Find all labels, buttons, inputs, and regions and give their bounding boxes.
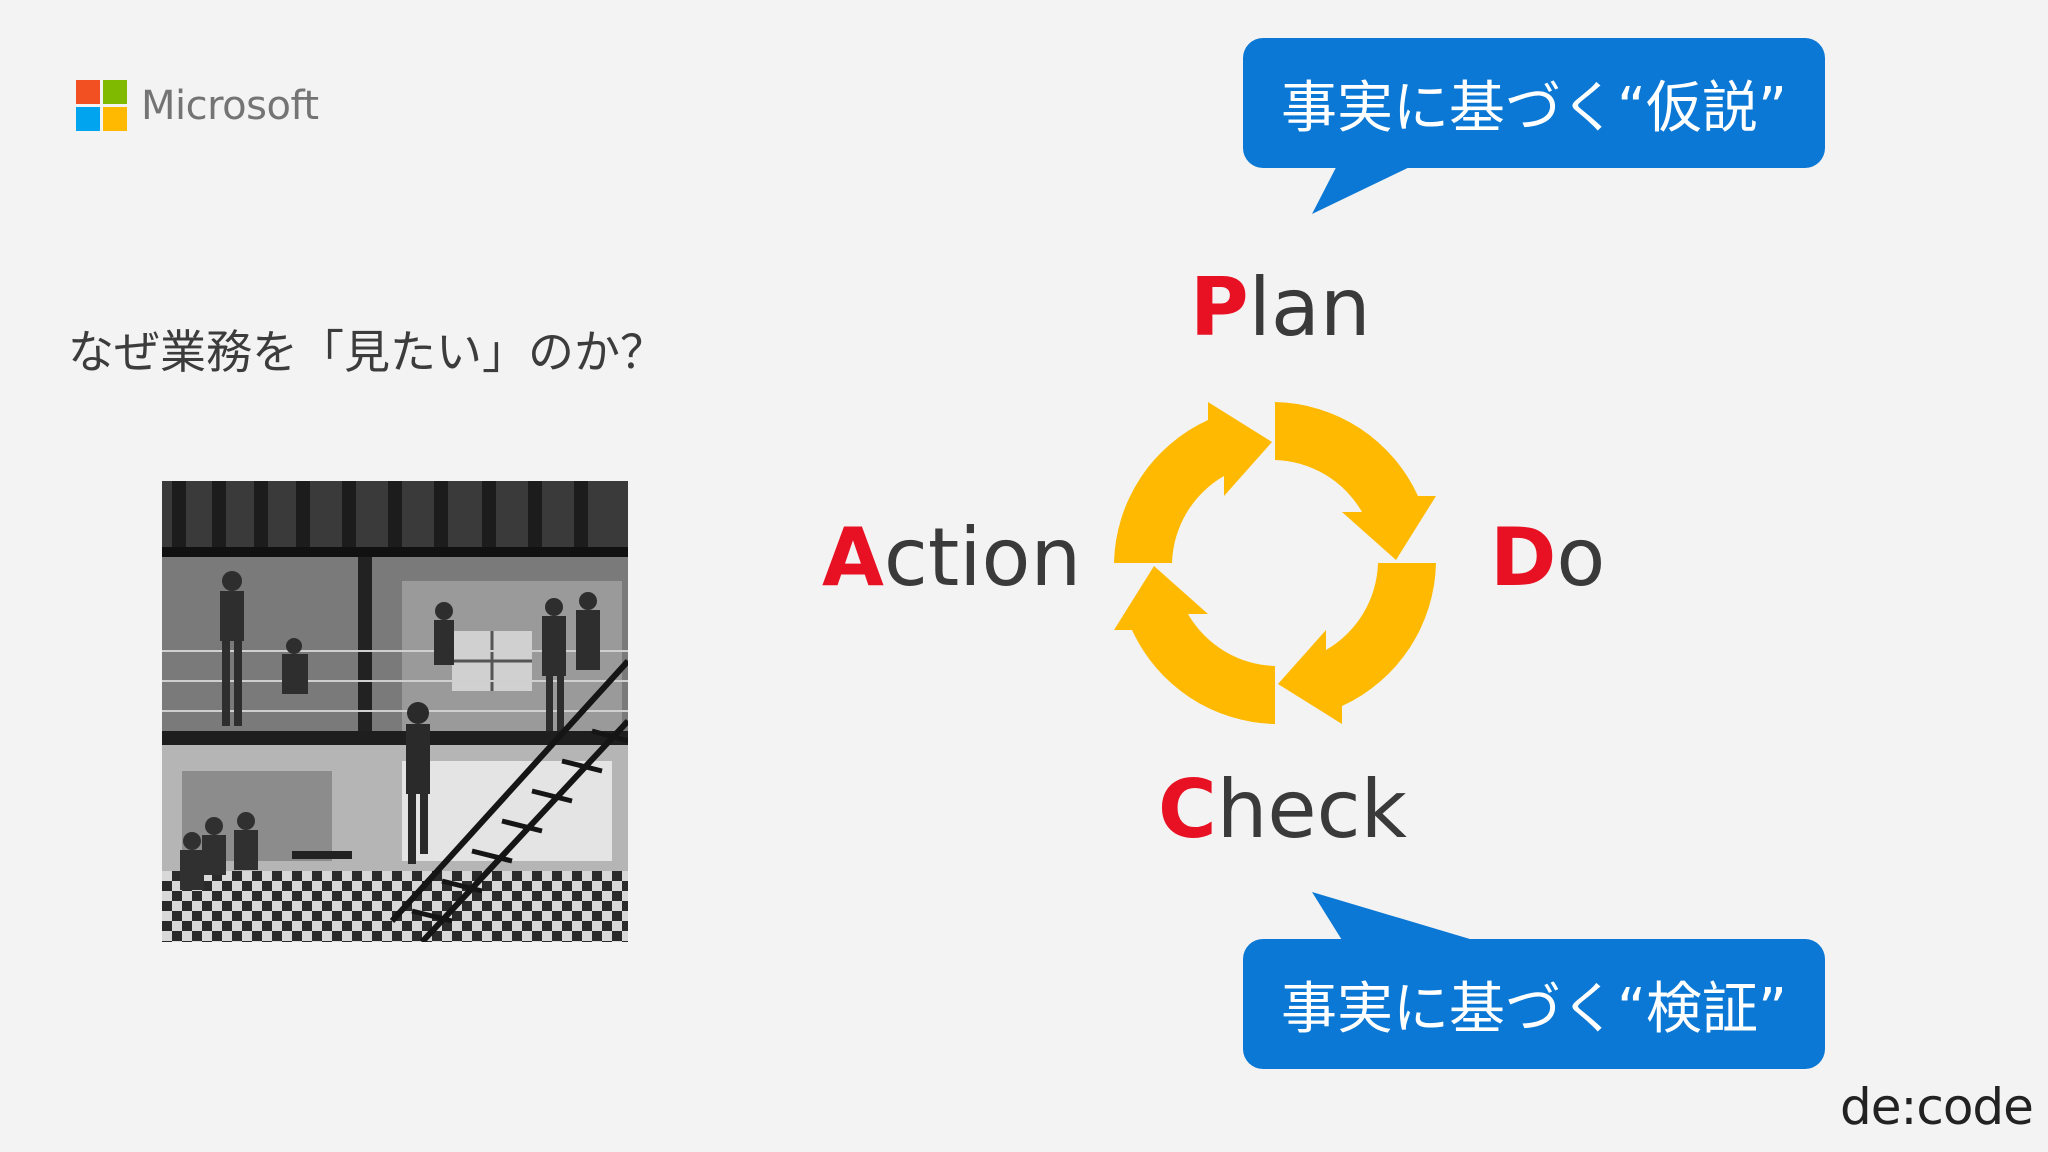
callout-bottom-tail <box>1312 892 1490 945</box>
pdca-check-rest: heck <box>1216 763 1407 856</box>
logo-square-green <box>103 80 127 104</box>
decode-event-logo: de:code <box>1840 1078 2034 1136</box>
pdca-plan-initial: P <box>1190 261 1249 354</box>
cycle-arrow-group <box>1114 402 1436 724</box>
pdca-plan-label: Plan <box>1190 268 1371 348</box>
pdca-check-initial: C <box>1158 763 1217 856</box>
cycle-arrow-check-action <box>1114 566 1275 724</box>
callout-verification: 事実に基づく“検証” <box>1243 939 1825 1069</box>
pdca-do-label: Do <box>1490 518 1605 598</box>
callout-hypothesis: 事実に基づく“仮説” <box>1243 38 1825 168</box>
pdca-action-rest: ction <box>883 511 1082 604</box>
slide-question: なぜ業務を「見たい」のか？ <box>68 325 666 379</box>
pdca-do-rest: o <box>1556 511 1606 604</box>
pdca-action-label: Action <box>822 518 1081 598</box>
microsoft-logo: Microsoft <box>76 80 319 131</box>
microsoft-logo-text: Microsoft <box>141 82 319 129</box>
office-loft-photo <box>162 481 628 942</box>
cycle-arrow-action-plan <box>1114 402 1272 563</box>
pdca-do-initial: D <box>1490 511 1557 604</box>
callout-hypothesis-text: 事実に基づく“仮説” <box>1280 75 1788 141</box>
microsoft-logo-icon <box>76 80 127 131</box>
cycle-arrow-plan-do <box>1275 402 1436 560</box>
logo-square-yellow <box>103 107 127 131</box>
pdca-action-initial: A <box>822 511 884 604</box>
callout-verification-text: 事実に基づく“検証” <box>1280 976 1788 1042</box>
pdca-plan-rest: lan <box>1248 261 1371 354</box>
logo-square-red <box>76 80 100 104</box>
pdca-cycle-arrows-icon <box>1114 402 1436 724</box>
cycle-arrow-do-check <box>1278 563 1436 724</box>
pdca-check-label: Check <box>1158 770 1407 850</box>
logo-square-blue <box>76 107 100 131</box>
office-loft-photo-art <box>162 481 628 942</box>
